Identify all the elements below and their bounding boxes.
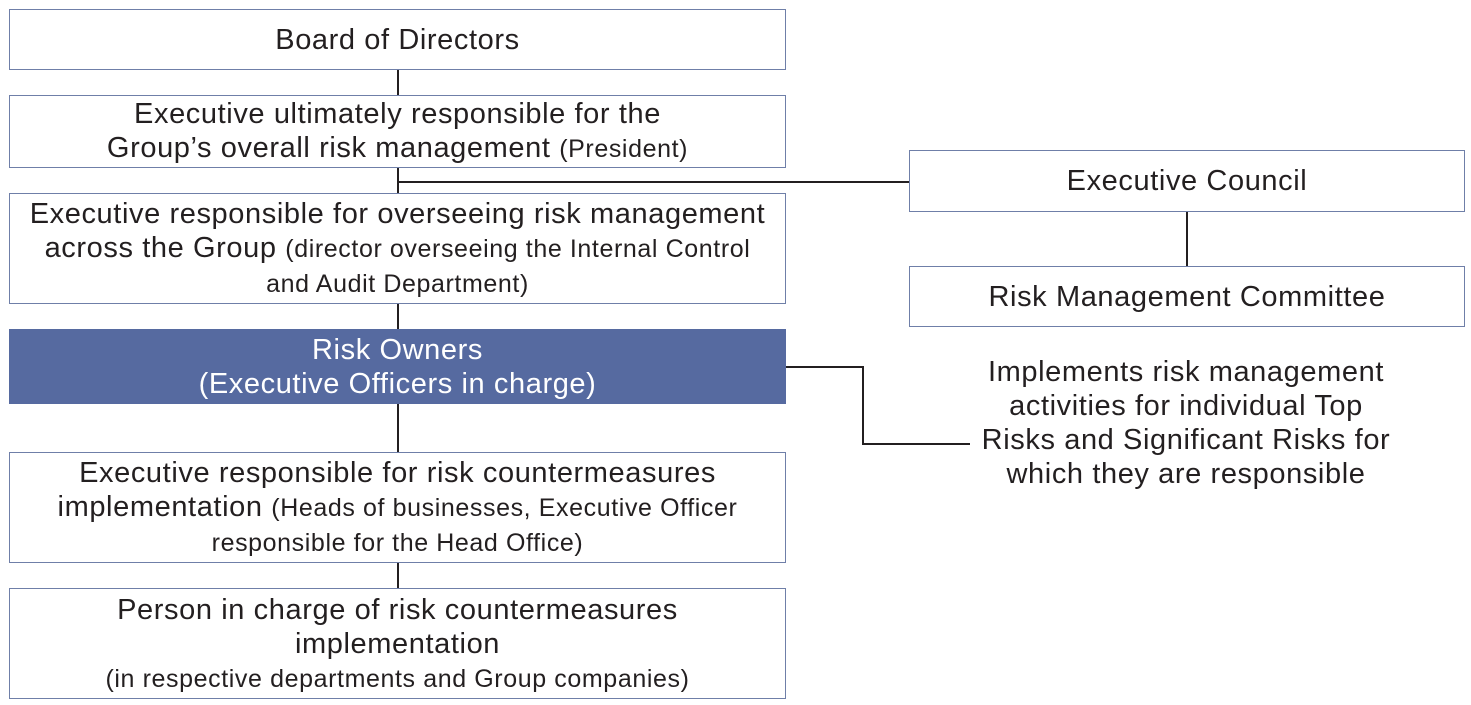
- implementation-note-label: (Heads of businesses, Executive Officer …: [211, 493, 738, 557]
- overseer-box: Executive responsible for overseeing ris…: [9, 193, 786, 304]
- risk-owners-title: Risk Owners: [312, 333, 483, 366]
- board-label: Board of Directors: [275, 23, 520, 56]
- implementation-text: Executive responsible for risk counterme…: [14, 456, 781, 560]
- president-main-label: Executive ultimately responsible for the…: [106, 98, 661, 164]
- connector-council-committee: [1186, 211, 1188, 267]
- overseer-main-label: Executive responsible for overseeing ris…: [29, 197, 766, 264]
- risk-management-committee-label: Risk Management Committee: [988, 280, 1386, 313]
- executive-council-box: Executive Council: [909, 150, 1465, 212]
- connector-board-president: [397, 69, 399, 96]
- person-main-label: Person in charge of risk countermeasures…: [117, 593, 678, 660]
- person-in-charge-box: Person in charge of risk countermeasures…: [9, 588, 786, 699]
- connector-president-overseer: [397, 167, 399, 194]
- connector-president-council: [397, 181, 910, 183]
- connector-owners-implementation: [397, 403, 399, 453]
- president-note-label: (President): [559, 135, 689, 163]
- risk-owners-box: Risk Owners (Executive Officers in charg…: [9, 329, 786, 404]
- person-note-label: (in respective departments and Group com…: [105, 664, 690, 693]
- president-text: Executive ultimately responsible for the…: [100, 97, 695, 166]
- overseer-text: Executive responsible for overseeing ris…: [24, 197, 771, 301]
- risk-owners-description: Implements risk management activities fo…: [981, 356, 1391, 490]
- implementation-executive-box: Executive responsible for risk counterme…: [9, 452, 786, 563]
- connector-implementation-person: [397, 562, 399, 589]
- connector-owners-out: [785, 366, 863, 368]
- executive-council-label: Executive Council: [1066, 165, 1308, 197]
- connector-overseer-owners: [397, 303, 399, 330]
- connector-owners-to-description: [862, 443, 970, 445]
- implementation-main-label: Executive responsible for risk counterme…: [57, 456, 716, 523]
- overseer-note-label: (director overseeing the Internal Contro…: [266, 234, 751, 298]
- risk-management-committee-box: Risk Management Committee: [909, 266, 1465, 327]
- connector-owners-vertical: [862, 366, 864, 444]
- president-box: Executive ultimately responsible for the…: [9, 95, 786, 168]
- risk-owners-subtitle: (Executive Officers in charge): [198, 367, 597, 400]
- board-of-directors-box: Board of Directors: [9, 9, 786, 70]
